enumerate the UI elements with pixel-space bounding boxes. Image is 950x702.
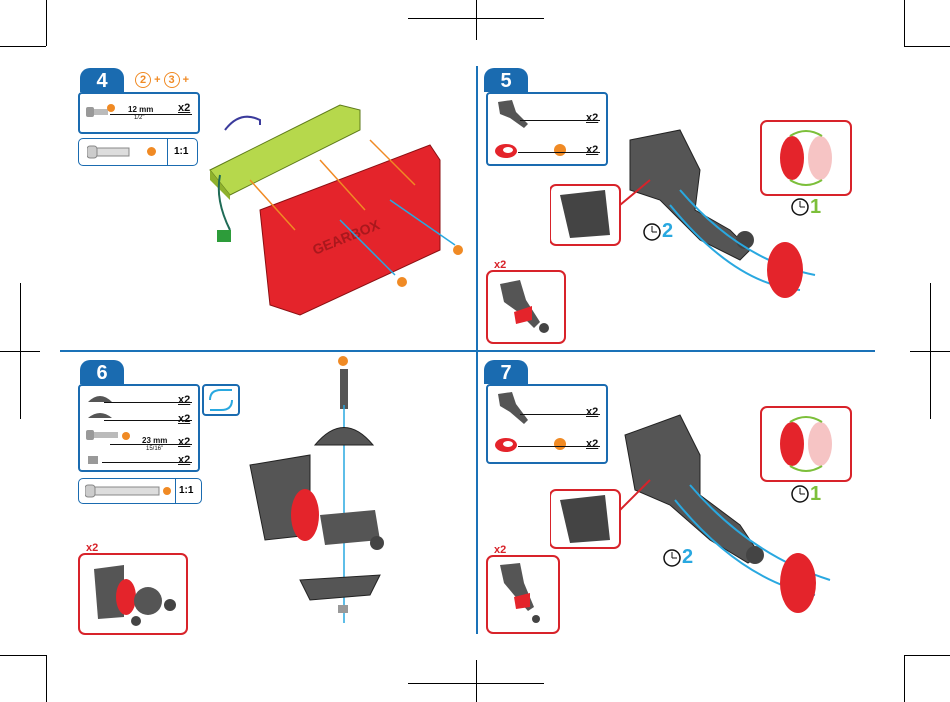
step-number-badge: 6 [80,360,124,384]
screw-length-inches: 1/2" [134,115,144,121]
horizontal-divider [60,350,875,352]
step-number-badge: 4 [80,68,124,92]
result-box [486,555,560,634]
arm-result-icon [494,561,554,627]
red-cap-icon [494,142,520,160]
arm-joint-icon [494,390,534,426]
rotate-cap-icon [770,128,842,188]
rotate-arrows-icon [204,386,238,414]
quantity-label: x2 [178,454,190,466]
clock-icon [642,222,662,242]
turret-icon [86,390,116,406]
step-number-badge: 7 [484,360,528,384]
arm-joint-icon [494,98,534,130]
screw-actual-size-icon [85,483,161,499]
turret-result-icon [88,561,180,627]
flip-instruction-box [202,384,240,416]
parts-list: 12 mm 1/2" x2 [78,92,200,134]
clock-icon [790,484,810,504]
result-box [78,553,188,635]
battery-box-illustration: GEARBOX [200,90,470,320]
result-box [486,270,566,344]
quantity-label: x2 [178,413,190,425]
rotation-detail-box [760,406,852,482]
screw-scale-box: 1:1 [78,478,202,504]
part-id-marker [107,104,115,112]
scale-ratio: 1:1 [174,146,188,157]
screw-scale-box: 1:1 [78,138,198,166]
step-number-badge: 5 [484,68,528,92]
arm-result-icon [496,278,556,336]
part-id-marker [163,487,171,495]
turret-assembly-illustration [240,355,390,625]
order-number-1: 1 [810,196,821,219]
parts-list: x2 x2 23 mm 15/16" x2 x2 [78,384,200,472]
red-cap-icon [494,436,520,454]
rotation-detail-box [760,120,852,196]
clock-icon [790,197,810,217]
scale-ratio: 1:1 [179,485,193,496]
nut-icon [86,454,102,466]
rotate-cap-icon [770,414,842,474]
quantity-label: x2 [178,102,190,114]
part-id-marker [147,147,156,156]
order-number-2: 2 [662,220,673,243]
order-number-1: 1 [810,483,821,506]
prerequisite-steps: 2 + 3 + [135,72,189,88]
screw-icon [86,428,122,442]
clock-icon [662,548,682,568]
screw-length-inches: 15/16" [146,446,163,452]
part-id-marker [122,432,130,440]
screw-length-mm: 12 mm [128,105,153,114]
quantity-label: x2 [178,436,190,448]
quantity-label: x2 [178,394,190,406]
screw-actual-size-icon [87,144,131,160]
order-number-2: 2 [682,546,693,569]
